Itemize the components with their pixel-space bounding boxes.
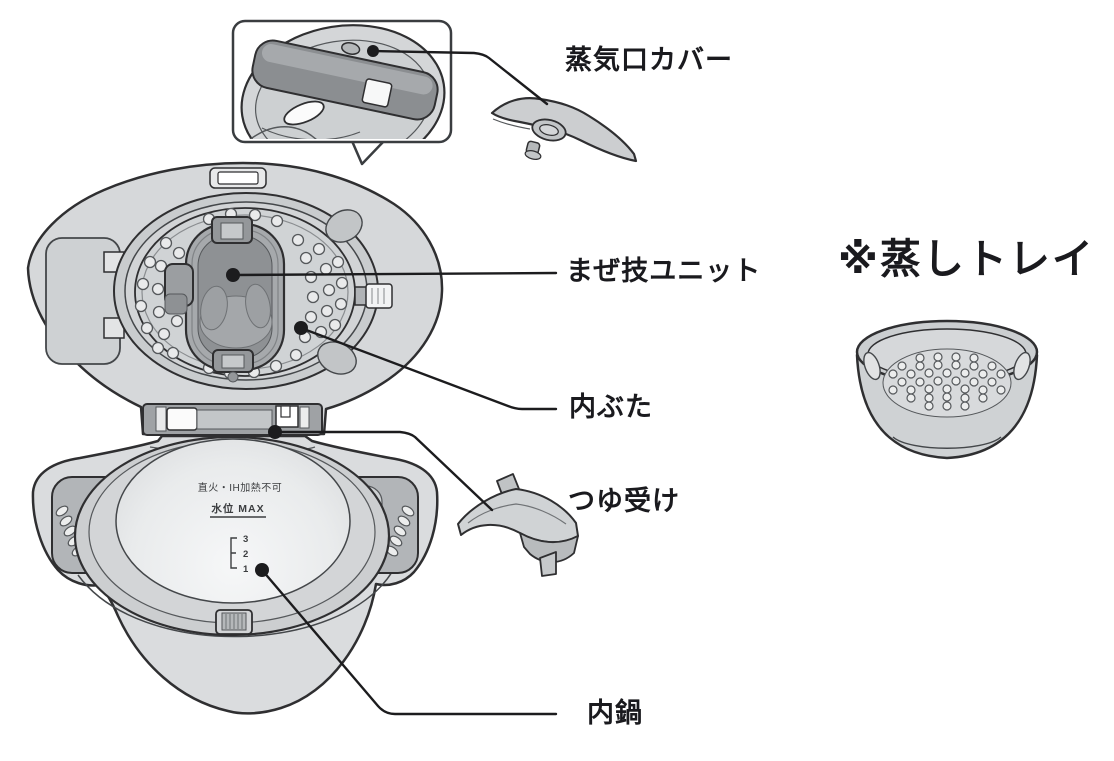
- no-direct-flame-text: 直火・IH加熱不可: [198, 481, 283, 494]
- lid-top-view: [240, 24, 446, 139]
- inner-pot-dome: 直火・IH加熱不可 水位 MAX 3 2 1: [73, 435, 391, 637]
- hinge: [142, 403, 323, 436]
- steam-vent-cover-part: [490, 97, 638, 163]
- lid-right-latch: [354, 283, 393, 309]
- leader-lines: [231, 49, 558, 716]
- water-level-max-text: 水位 MAX: [210, 502, 264, 515]
- open-lid: [26, 161, 444, 436]
- leader-drip-catcher: [273, 430, 494, 512]
- label-mixing-unit: まぜ技ユニット: [566, 256, 762, 286]
- water-level-3: 3: [243, 534, 248, 545]
- leader-steam-vent-cover: [371, 49, 549, 106]
- label-drip-catcher: つゆ受け: [568, 486, 680, 516]
- leader-inner-lid: [299, 326, 558, 411]
- leader-mixing-unit: [231, 271, 558, 277]
- water-level-1: 1: [243, 564, 249, 575]
- inner-pot-printed-markings: 直火・IH加熱不可 水位 MAX 3 2 1: [198, 481, 283, 575]
- pot-body: 直火・IH加熱不可 水位 MAX 3 2 1: [31, 434, 439, 715]
- inset-callout-bubble: [231, 19, 453, 166]
- mixing-unit-part: [164, 216, 286, 383]
- leader-inner-pot: [260, 568, 558, 716]
- label-steam-tray: ※蒸しトレイ: [838, 236, 1095, 282]
- leader-dots: [226, 45, 379, 577]
- water-level-2: 2: [243, 549, 248, 560]
- drip-catcher-part: [457, 473, 579, 577]
- label-steam-vent-cover: 蒸気口カバー: [565, 45, 733, 75]
- steam-holes: [134, 207, 349, 380]
- label-inner-pot: 内鍋: [587, 698, 643, 728]
- tray-holes: [888, 352, 1006, 411]
- steam-tray-part: [855, 319, 1039, 460]
- label-inner-lid: 内ぶた: [569, 392, 653, 422]
